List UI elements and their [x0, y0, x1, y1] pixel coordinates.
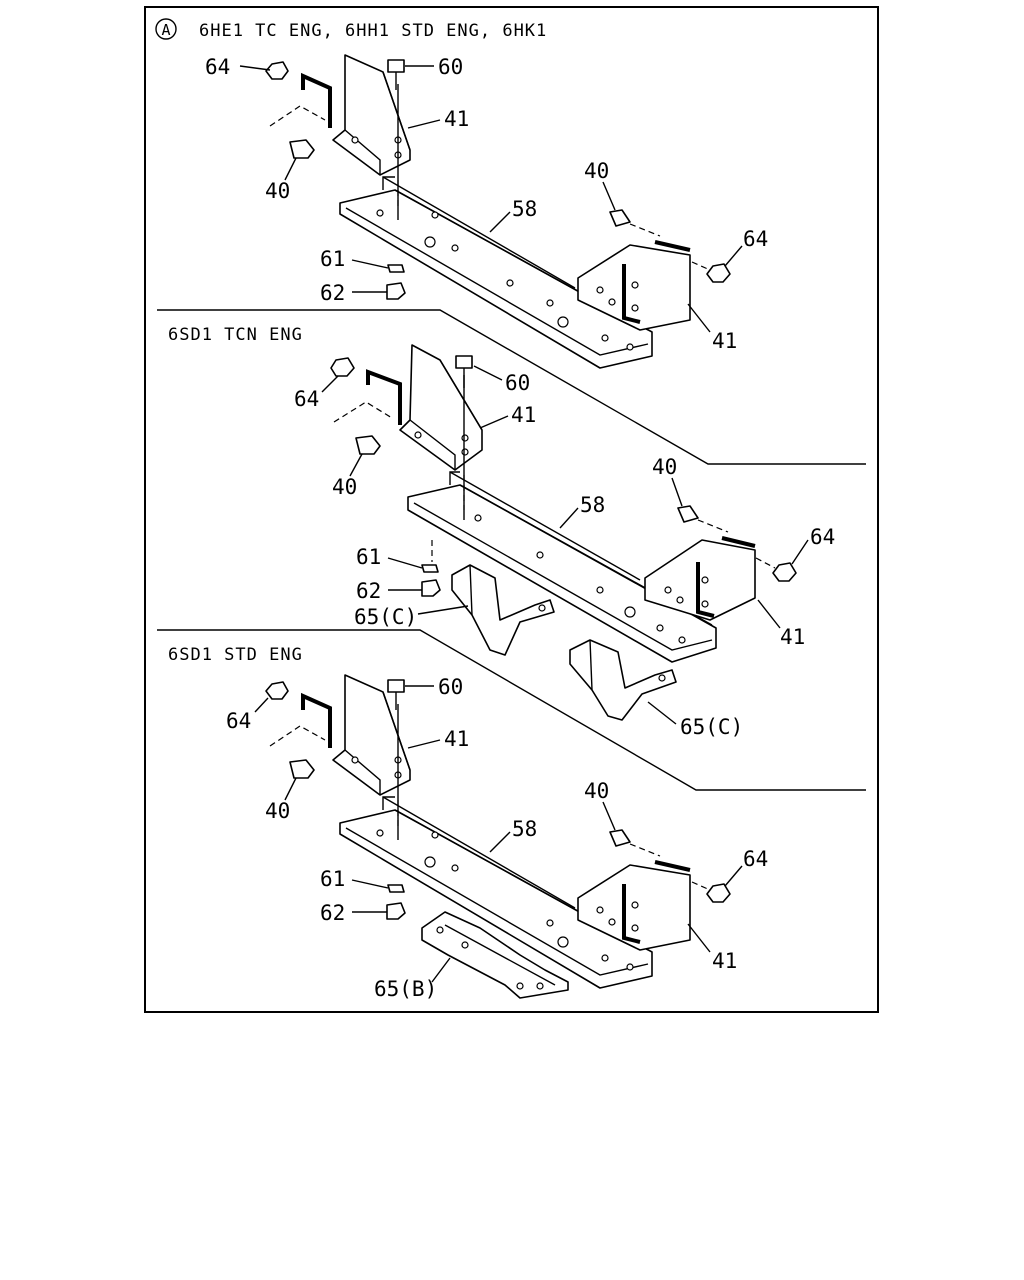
leader — [724, 245, 743, 267]
leader — [387, 557, 423, 569]
panel-2: 6SD1 TCN ENG — [168, 325, 835, 739]
leader — [671, 477, 683, 507]
drawing — [330, 344, 797, 721]
callout-label: 41 — [780, 625, 805, 649]
leader — [473, 365, 503, 381]
leader — [791, 539, 809, 565]
callout-label: 40 — [265, 179, 290, 203]
callout-label: 64 — [205, 55, 230, 79]
callout-label: 40 — [584, 159, 609, 183]
callout-label: 41 — [712, 329, 737, 353]
callout-label: 60 — [505, 371, 530, 395]
callout-label: 65(C) — [354, 605, 417, 629]
callout-label: 40 — [332, 475, 357, 499]
leader — [687, 923, 711, 953]
leader — [489, 211, 511, 233]
callout-label: 60 — [438, 55, 463, 79]
callout-label: 40 — [584, 779, 609, 803]
leader — [757, 599, 781, 629]
panel-header: 6HE1 TC ENG, 6HH1 STD ENG, 6HK1 — [199, 21, 547, 41]
leader — [349, 453, 363, 477]
leader — [479, 415, 509, 429]
panel-1: A 6HE1 TC ENG, 6HH1 STD ENG, 6HK1 — [155, 18, 768, 369]
callout-label: 64 — [743, 847, 768, 871]
leader — [431, 957, 451, 983]
leader — [407, 739, 441, 749]
leader — [602, 181, 616, 211]
callout-label: 58 — [512, 817, 537, 841]
callout-label: 61 — [356, 545, 381, 569]
leader — [489, 831, 511, 853]
callout-label: 62 — [320, 281, 345, 305]
callout-label: 64 — [743, 227, 768, 251]
leader — [559, 507, 579, 529]
leader — [602, 801, 616, 831]
callout-label: 64 — [294, 387, 319, 411]
leader — [351, 259, 389, 269]
panel-header: 6SD1 STD ENG — [168, 645, 303, 665]
callout-label: 58 — [580, 493, 605, 517]
drawing — [265, 54, 731, 369]
callout-label: 41 — [444, 107, 469, 131]
callout-label: 41 — [511, 403, 536, 427]
callout-label: 65(C) — [680, 715, 743, 739]
callout-label: 60 — [438, 675, 463, 699]
panel-3: 6SD1 STD ENG — [168, 645, 768, 1001]
leader — [407, 119, 441, 129]
panel-header: 6SD1 TCN ENG — [168, 325, 303, 345]
callout-label: 62 — [320, 901, 345, 925]
callout-label: 40 — [265, 799, 290, 823]
callout-label: 65(B) — [374, 977, 437, 1001]
leader — [284, 157, 297, 181]
leader — [647, 701, 677, 725]
leader — [417, 605, 469, 615]
leader — [724, 865, 743, 887]
callout-label: 61 — [320, 247, 345, 271]
callout-label: 62 — [356, 579, 381, 603]
callout-label: 61 — [320, 867, 345, 891]
leader — [254, 697, 269, 713]
leader — [284, 777, 297, 801]
callout-label: 41 — [444, 727, 469, 751]
leader — [687, 303, 711, 333]
callout-label: 64 — [810, 525, 835, 549]
section-divider-2 — [157, 629, 866, 791]
callout-label: 41 — [712, 949, 737, 973]
callout-label: 64 — [226, 709, 251, 733]
section-marker: A — [161, 21, 170, 39]
section-divider-1 — [157, 309, 866, 465]
leader — [351, 879, 389, 889]
leader — [239, 65, 271, 71]
section-marker-circle — [155, 18, 177, 40]
callout-label: 40 — [652, 455, 677, 479]
callout-label: 58 — [512, 197, 537, 221]
leader — [321, 375, 339, 393]
diagram-frame — [144, 6, 879, 1013]
drawing — [265, 674, 731, 999]
